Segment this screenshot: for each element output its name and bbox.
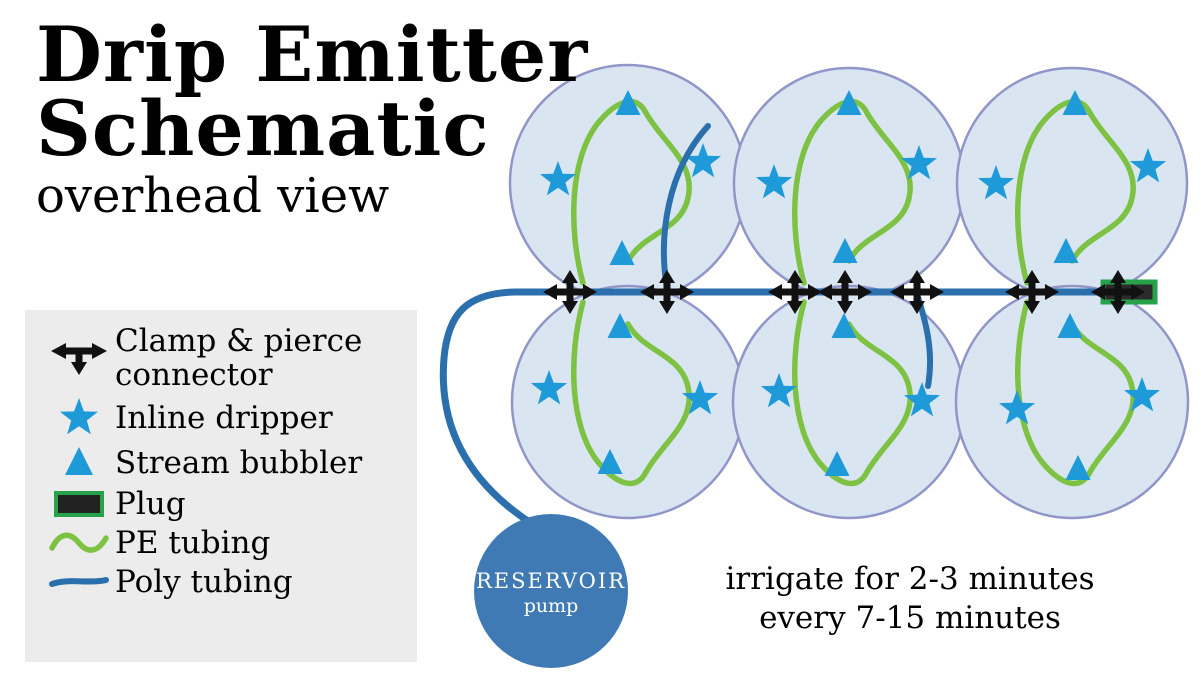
- grow-zone-bottom-2: [731, 284, 967, 520]
- plug-icon: [43, 491, 115, 518]
- poly-tubing-main: [439, 288, 1132, 542]
- reservoir-pump: RESERVOIR pump: [474, 514, 628, 668]
- pe-tubing-path: [1015, 98, 1136, 286]
- title-line-1: Drip Emitter: [36, 10, 589, 99]
- grow-zone-top-2: [732, 66, 966, 300]
- irrigation-note-line-2: every 7-15 minutes: [759, 599, 1061, 636]
- grow-zone-top-3: [955, 66, 1189, 300]
- clamp-pierce-connector-icon: [43, 334, 115, 382]
- reservoir-circle: [474, 514, 628, 668]
- pe-tubing-path: [792, 299, 913, 487]
- legend-item-pe-tubing: PE tubing: [43, 526, 407, 560]
- title-line-2: Schematic: [36, 84, 490, 174]
- reservoir-label: RESERVOIR: [476, 569, 626, 593]
- poly-tubing-line-icon: [43, 570, 115, 594]
- irrigation-note: irrigate for 2-3 minutes every 7-15 minu…: [645, 560, 1175, 638]
- pe-tubing-squiggle-icon: [43, 526, 115, 560]
- grow-zone-bottom-3: [954, 284, 1190, 520]
- legend-item-stream-bubbler: Stream bubbler: [43, 444, 407, 482]
- poly-tubing-branch: [660, 123, 711, 291]
- legend-item-poly-tubing: Poly tubing: [43, 565, 407, 599]
- legend-label: Clamp & pierce connector: [115, 323, 363, 394]
- legend-item-clamp-connector: Clamp & pierce connector: [43, 324, 407, 392]
- irrigation-note-line-1: irrigate for 2-3 minutes: [725, 561, 1095, 597]
- pe-tubing-path: [571, 299, 692, 487]
- legend-item-inline-dripper: Inline dripper: [43, 397, 407, 439]
- title-subtitle: overhead view: [36, 167, 390, 224]
- legend-label: Inline dripper: [115, 400, 333, 437]
- legend-label: Poly tubing: [115, 564, 293, 601]
- pe-tubing-path: [571, 98, 692, 286]
- legend-panel: Clamp & pierce connector Inline dripper …: [25, 310, 417, 662]
- legend-label: Stream bubbler: [115, 445, 363, 482]
- zone-circle: [954, 284, 1190, 520]
- stream-bubbler-triangle-icon: [43, 444, 115, 482]
- pe-tubing-path: [792, 98, 913, 286]
- reservoir-sublabel: pump: [524, 595, 579, 617]
- legend-item-plug: Plug: [43, 487, 407, 521]
- legend-label: PE tubing: [115, 525, 271, 562]
- inline-dripper-star-icon: [43, 397, 115, 439]
- legend-label: Plug: [115, 486, 186, 523]
- page-title: Drip Emitter Schematic overhead view: [36, 10, 589, 224]
- grow-zone-bottom-1: [510, 284, 746, 520]
